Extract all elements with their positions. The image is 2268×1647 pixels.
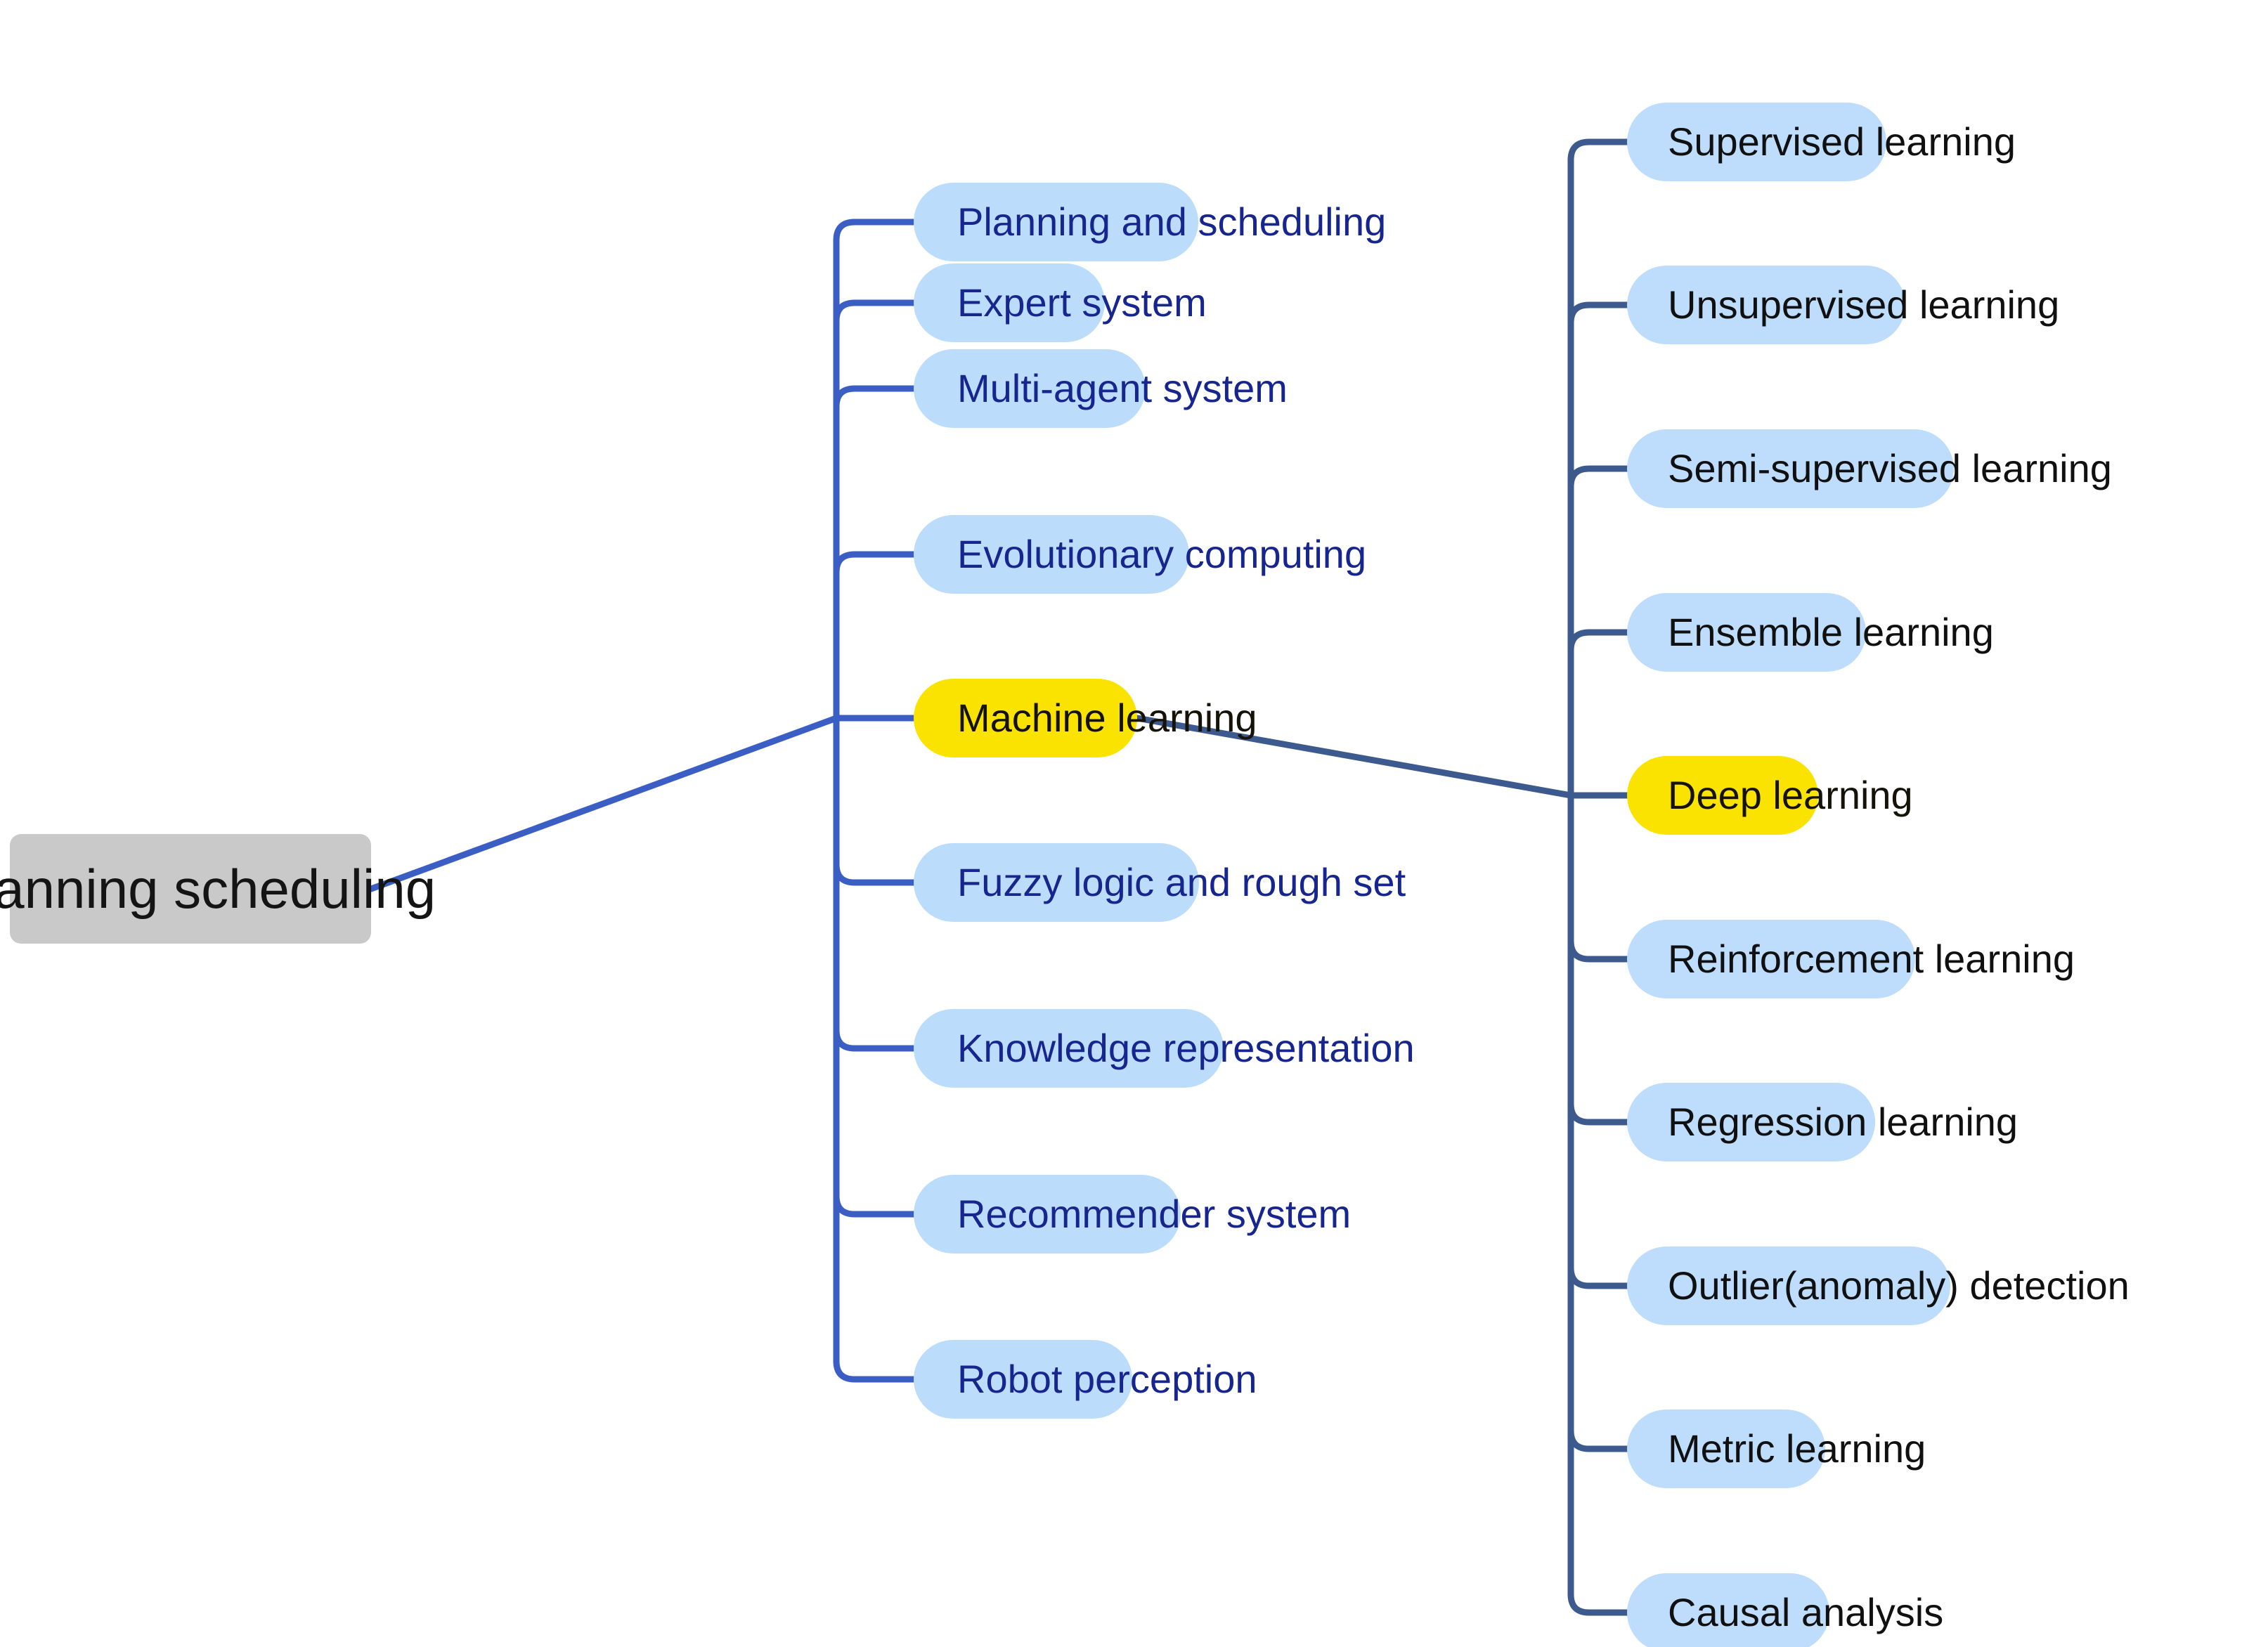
- node-l1-label: Knowledge representation: [957, 1026, 1415, 1070]
- node-l2-label: Semi-supervised learning: [1668, 446, 2112, 490]
- node-l2-label: Regression learning: [1668, 1100, 2018, 1144]
- node-l1-label: Machine learning: [957, 696, 1257, 740]
- node-l1-label: Evolutionary computing: [957, 532, 1367, 576]
- node-l1-recommender-system[interactable]: Recommender system: [914, 1175, 1351, 1254]
- node-l2-label: Causal analysis: [1668, 1590, 1944, 1634]
- node-l1-evolutionary-computing[interactable]: Evolutionary computing: [914, 515, 1366, 594]
- node-l2-ensemble-learning[interactable]: Ensemble learning: [1627, 593, 1994, 672]
- node-l2-label: Ensemble learning: [1668, 610, 1994, 654]
- node-l2-reinforcement-learning[interactable]: Reinforcement learning: [1627, 920, 2075, 998]
- node-l2-label: Metric learning: [1668, 1426, 1926, 1471]
- node-l2-outlier-anomaly-detection[interactable]: Outlier(anomaly) detection: [1627, 1246, 2130, 1325]
- node-l1-expert-system[interactable]: Expert system: [914, 263, 1207, 342]
- node-l2-label: Deep learning: [1668, 773, 1913, 817]
- node-l1-label: Expert system: [957, 280, 1207, 325]
- node-l1-knowledge-representation[interactable]: Knowledge representation: [914, 1009, 1415, 1088]
- root-node-planning-scheduling[interactable]: Planning scheduling: [0, 834, 436, 944]
- node-l2-label: Unsupervised learning: [1668, 282, 2060, 327]
- node-l2-unsupervised-learning[interactable]: Unsupervised learning: [1627, 266, 2059, 344]
- node-l1-planning-and-scheduling[interactable]: Planning and scheduling: [914, 183, 1386, 261]
- node-l2-label: Reinforcement learning: [1668, 937, 2075, 981]
- node-l2-label: Supervised learning: [1668, 119, 2016, 164]
- node-l1-robot-perception[interactable]: Robot perception: [914, 1340, 1257, 1419]
- node-l1-label: Planning and scheduling: [957, 200, 1387, 244]
- node-l1-label: Robot perception: [957, 1357, 1257, 1401]
- node-l2-regression-learning[interactable]: Regression learning: [1627, 1083, 2018, 1161]
- node-l2-semi-supervised-learning[interactable]: Semi-supervised learning: [1627, 429, 2112, 508]
- node-l2-metric-learning[interactable]: Metric learning: [1627, 1410, 1926, 1488]
- node-l1-fuzzy-logic-and-rough-set[interactable]: Fuzzy logic and rough set: [914, 843, 1406, 922]
- node-l2-deep-learning[interactable]: Deep learning: [1627, 756, 1913, 835]
- node-l2-label: Outlier(anomaly) detection: [1668, 1263, 2130, 1308]
- node-l2-causal-analysis[interactable]: Causal analysis: [1627, 1573, 1943, 1647]
- root-node-label: Planning scheduling: [0, 858, 436, 920]
- node-l1-machine-learning[interactable]: Machine learning: [914, 679, 1257, 757]
- node-l1-multi-agent-system[interactable]: Multi-agent system: [914, 349, 1288, 428]
- node-l2-supervised-learning[interactable]: Supervised learning: [1627, 103, 2016, 181]
- node-l1-label: Recommender system: [957, 1192, 1352, 1236]
- node-l1-label: Fuzzy logic and rough set: [957, 860, 1406, 904]
- node-l1-label: Multi-agent system: [957, 366, 1288, 410]
